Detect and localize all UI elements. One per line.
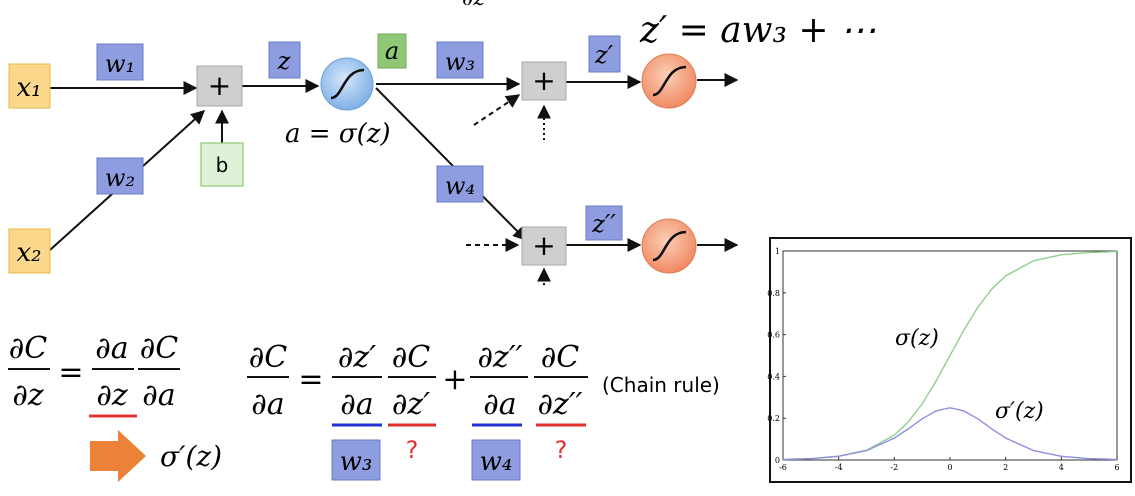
sigmoid-curve-icon <box>652 230 687 262</box>
sum-node-1: + <box>196 65 243 107</box>
header-partial: ∂z <box>462 0 485 11</box>
y-tick-label: 1 <box>775 247 780 256</box>
chart-lines <box>782 250 1118 461</box>
orange-arrow-icon <box>90 430 146 482</box>
svg-text:+: + <box>208 69 231 102</box>
sigmoid-chart: -6 -4 -2 0 2 4 6 0 0.2 0.4 0.6 0.8 1 σ(z) σ′(z) <box>767 237 1132 483</box>
svg-text:w₄: w₄ <box>445 172 475 200</box>
svg-text:=: = <box>58 355 83 390</box>
edges <box>49 73 739 285</box>
bias-b: b <box>200 142 244 187</box>
chart-frame <box>769 237 1132 483</box>
svg-text:∂C: ∂C <box>9 331 48 366</box>
x-tick-label: 6 <box>1114 463 1119 472</box>
svg-text:∂C: ∂C <box>392 340 431 375</box>
weight-w2: w₂ <box>96 157 144 195</box>
equation-dc-dz: ∂C ∂z = ∂a ∂z ∂C ∂a <box>8 331 180 418</box>
svg-text:a: a <box>385 37 399 65</box>
svg-text:∂a: ∂a <box>251 387 284 422</box>
top-formula: z′ = aw₃ + ⋯ <box>639 10 876 51</box>
svg-text:w₃: w₃ <box>340 447 373 477</box>
series-line-sigma-prime <box>782 407 1118 461</box>
svg-text:∂C: ∂C <box>541 340 580 375</box>
y-tick-label: 0 <box>775 456 780 465</box>
answer-w4: w₄ <box>471 439 521 481</box>
result-arrow <box>90 430 146 482</box>
svg-text:x₂: x₂ <box>16 238 41 268</box>
sigmoid-curve-icon <box>330 68 365 100</box>
x-tick-label: -2 <box>890 463 898 472</box>
sigmoid-neuron-2 <box>641 53 697 109</box>
svg-text:w₂: w₂ <box>105 164 135 192</box>
label-z: z <box>268 41 301 79</box>
svg-text:x₁: x₁ <box>16 73 41 103</box>
sigmoid-neuron-3 <box>641 218 697 274</box>
svg-text:∂z′′: ∂z′′ <box>538 387 583 422</box>
svg-text:∂a: ∂a <box>340 387 373 422</box>
sigmoid-neuron-1 <box>320 57 374 111</box>
svg-text:∂a: ∂a <box>142 378 175 413</box>
edge-dashed-in-sum2 <box>473 94 521 126</box>
y-tick-label: 0.8 <box>767 289 780 298</box>
svg-text:∂z′: ∂z′ <box>338 340 376 375</box>
x-tick-label: 4 <box>1059 463 1064 472</box>
input-x1: x₁ <box>8 63 51 109</box>
y-tick-label: 0.2 <box>767 414 780 423</box>
svg-text:w₁: w₁ <box>105 50 135 78</box>
x-tick-label: 0 <box>947 463 952 472</box>
svg-text:z′′: z′′ <box>591 210 616 238</box>
sum-node-3: + <box>521 226 567 266</box>
edge-a-sum3 <box>375 87 527 241</box>
svg-text:w₃: w₃ <box>445 48 475 76</box>
svg-text:∂z: ∂z <box>12 378 44 413</box>
sum-node-2: + <box>521 61 567 101</box>
svg-text:z: z <box>277 47 291 75</box>
x-tick-label: -4 <box>835 463 843 472</box>
svg-text:=: = <box>298 362 323 397</box>
svg-text:∂z′: ∂z′ <box>392 387 430 422</box>
svg-text:z′: z′ <box>594 41 614 69</box>
input-x2: x₂ <box>8 228 51 274</box>
weight-w3: w₃ <box>436 41 484 79</box>
x-tick-label: 2 <box>1003 463 1008 472</box>
series-label-sigma-prime: σ′(z) <box>995 399 1044 424</box>
equation-dc-da: ∂C ∂a = ∂z′ ∂a ∂C ∂z′ + ∂z′′ ∂a ∂C ∂z′′ <box>247 340 588 427</box>
label-a: a <box>377 33 407 69</box>
svg-text:w₄: w₄ <box>480 447 513 477</box>
sigmoid-curve-icon <box>652 65 687 97</box>
activation-label: a = σ(z) <box>285 119 391 149</box>
sigma-prime-result: σ′(z) <box>160 440 222 473</box>
chain-rule-note: (Chain rule) <box>602 373 720 397</box>
weight-w4: w₄ <box>436 165 484 203</box>
y-tick-label: 0.6 <box>767 331 780 340</box>
chart-ticks: -6 -4 -2 0 2 4 6 0 0.2 0.4 0.6 0.8 1 <box>767 247 1119 472</box>
label-z-prime: z′ <box>588 35 621 73</box>
svg-text:b: b <box>216 153 229 177</box>
weight-w1: w₁ <box>96 43 144 81</box>
svg-text:+: + <box>532 64 555 97</box>
svg-text:∂C: ∂C <box>140 331 179 366</box>
svg-text:∂C: ∂C <box>249 340 288 375</box>
svg-text:+: + <box>532 229 555 262</box>
series-label-sigma: σ(z) <box>895 326 939 351</box>
svg-text:∂a: ∂a <box>95 331 128 366</box>
question-mark-2: ? <box>555 436 568 464</box>
question-mark-1: ? <box>406 436 419 464</box>
svg-text:∂z′′: ∂z′′ <box>478 340 523 375</box>
svg-text:+: + <box>442 362 467 397</box>
label-z-double-prime: z′′ <box>585 205 623 241</box>
x-tick-label: -6 <box>779 463 787 472</box>
answer-w3: w₃ <box>331 439 381 481</box>
y-tick-label: 0.4 <box>767 372 780 381</box>
svg-text:∂z: ∂z <box>96 378 128 413</box>
svg-text:∂a: ∂a <box>483 387 516 422</box>
